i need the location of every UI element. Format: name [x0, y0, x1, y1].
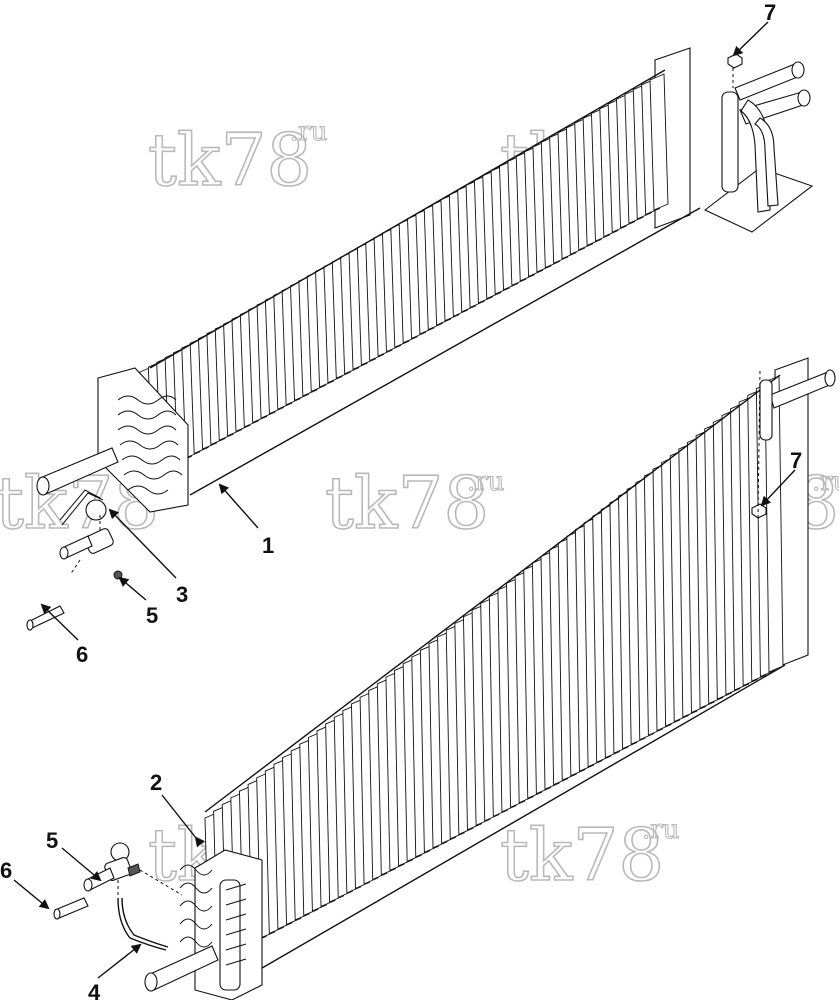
- watermark-1-suffix: .ru: [290, 117, 327, 147]
- watermark-5-suffix: .ru: [812, 467, 839, 497]
- leader-4: [97, 943, 142, 979]
- lower-coil-return-bends: [179, 864, 247, 991]
- upper-coil-top-edge: [149, 69, 666, 369]
- leader-lines: [13, 21, 796, 979]
- leader-2: [161, 794, 205, 848]
- upper-coil-bottom-edge: [189, 207, 701, 496]
- callout-4: 4: [88, 980, 101, 1000]
- lower-coil-header-tube: [219, 879, 241, 991]
- leader-1: [218, 483, 259, 529]
- callout-6b: 6: [0, 858, 12, 883]
- leader-5b: [61, 847, 102, 882]
- watermark-4: tk78: [325, 461, 489, 545]
- upper-sensing-bulb: [85, 499, 107, 521]
- lower-capillary-tube-4: [117, 897, 167, 951]
- upper-coil-fin: [649, 73, 669, 211]
- lower-nut-7: [751, 503, 767, 519]
- lower-coil-bottom-edge: [249, 664, 786, 976]
- upper-coil-fin-pack: [139, 73, 669, 481]
- callout-7a: 7: [764, 0, 776, 25]
- callout-3: 3: [176, 582, 188, 607]
- leader-7b: [760, 469, 796, 507]
- watermark-1: tk78: [148, 118, 312, 202]
- leader-6a: [40, 603, 79, 641]
- upper-coil-inlet-pipe-end: [36, 476, 50, 496]
- upper-expansion-valve: [59, 489, 114, 576]
- lower-coil: [53, 357, 836, 1000]
- watermark-7: tk78: [500, 813, 664, 897]
- watermark-4-suffix: .ru: [467, 467, 504, 497]
- lower-coil-fin-pack: [204, 375, 784, 966]
- callout-7b: 7: [790, 448, 802, 473]
- callout-1: 1: [262, 533, 274, 558]
- leader-5a: [118, 576, 147, 601]
- upper-nut-7: [727, 53, 743, 69]
- upper-coil: [26, 47, 814, 631]
- upper-coil-outlet-pipes: [721, 61, 811, 213]
- watermark-7-suffix: .ru: [642, 815, 679, 845]
- callout-5b: 5: [46, 828, 58, 853]
- lower-coil-top-edge: [204, 374, 781, 813]
- callout-numbers: 1 2 3 4 5 5 6 6 7 7: [0, 0, 802, 1000]
- callout-2: 2: [150, 770, 162, 795]
- upper-coil-return-bends: [117, 395, 183, 495]
- leader-6b: [13, 879, 50, 910]
- upper-coil-header-tube: [721, 91, 739, 193]
- callout-5a: 5: [146, 603, 158, 628]
- callout-6a: 6: [76, 642, 88, 667]
- leader-3: [108, 508, 177, 579]
- leader-7a: [732, 21, 769, 57]
